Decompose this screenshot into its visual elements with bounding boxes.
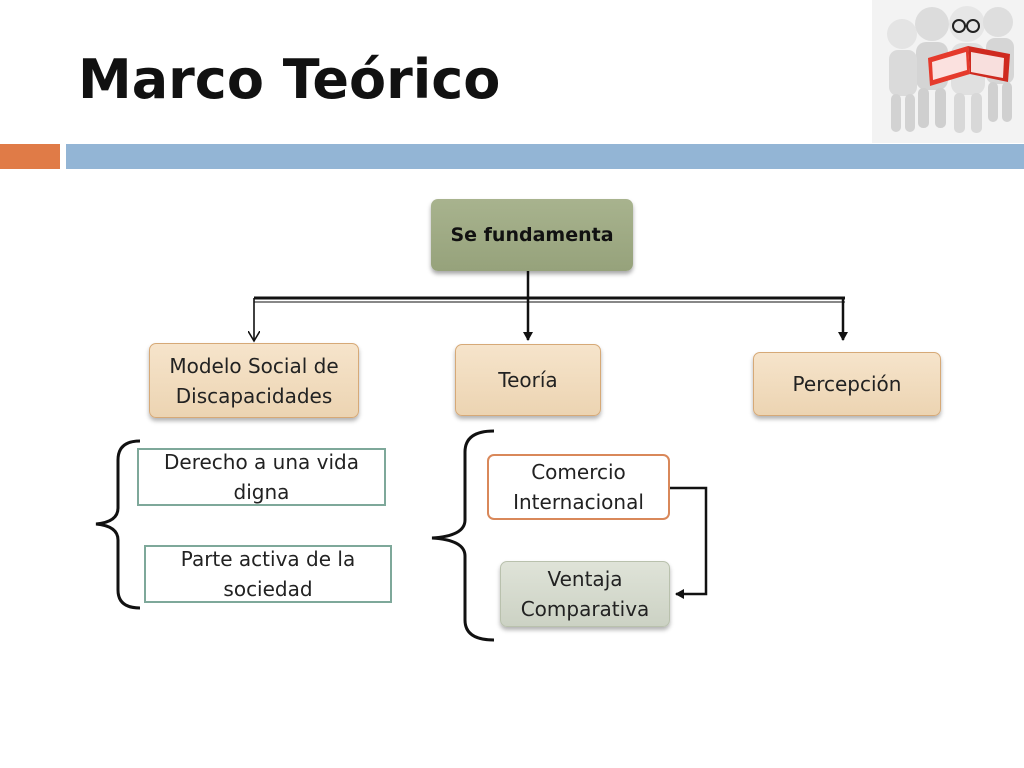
leaf-node-label: Derecho a una vida digna bbox=[164, 450, 359, 504]
branch-node-label: Teoría bbox=[498, 368, 558, 392]
leaf-node-label: Ventaja Comparativa bbox=[520, 567, 650, 621]
branch-node-label: Modelo Social de Discapacidades bbox=[169, 353, 339, 408]
leaf-node-ventaja: Ventaja Comparativa bbox=[500, 561, 670, 627]
leaf-node-label: Comercio Internacional bbox=[513, 460, 644, 514]
leaf-node-comercio: Comercio Internacional bbox=[487, 454, 670, 520]
branch-node-teoria: Teoría bbox=[455, 344, 601, 416]
accent-bar-orange bbox=[0, 144, 60, 169]
accent-bar-blue bbox=[66, 144, 1024, 169]
leaf-node-parte-activa: Parte activa de la sociedad bbox=[144, 545, 392, 603]
branch-node-percepcion: Percepción bbox=[753, 352, 941, 416]
branch-node-label: Percepción bbox=[792, 372, 902, 396]
leaf-node-label: Parte activa de la sociedad bbox=[180, 547, 356, 601]
root-node-label: Se fundamenta bbox=[450, 224, 614, 246]
leaf-node-derecho: Derecho a una vida digna bbox=[137, 448, 386, 506]
root-node-se-fundamenta: Se fundamenta bbox=[431, 199, 633, 271]
people-reading-book-icon bbox=[872, 0, 1024, 143]
page-title: Marco Teórico bbox=[78, 48, 501, 111]
branch-node-modelo-social: Modelo Social de Discapacidades bbox=[149, 343, 359, 418]
